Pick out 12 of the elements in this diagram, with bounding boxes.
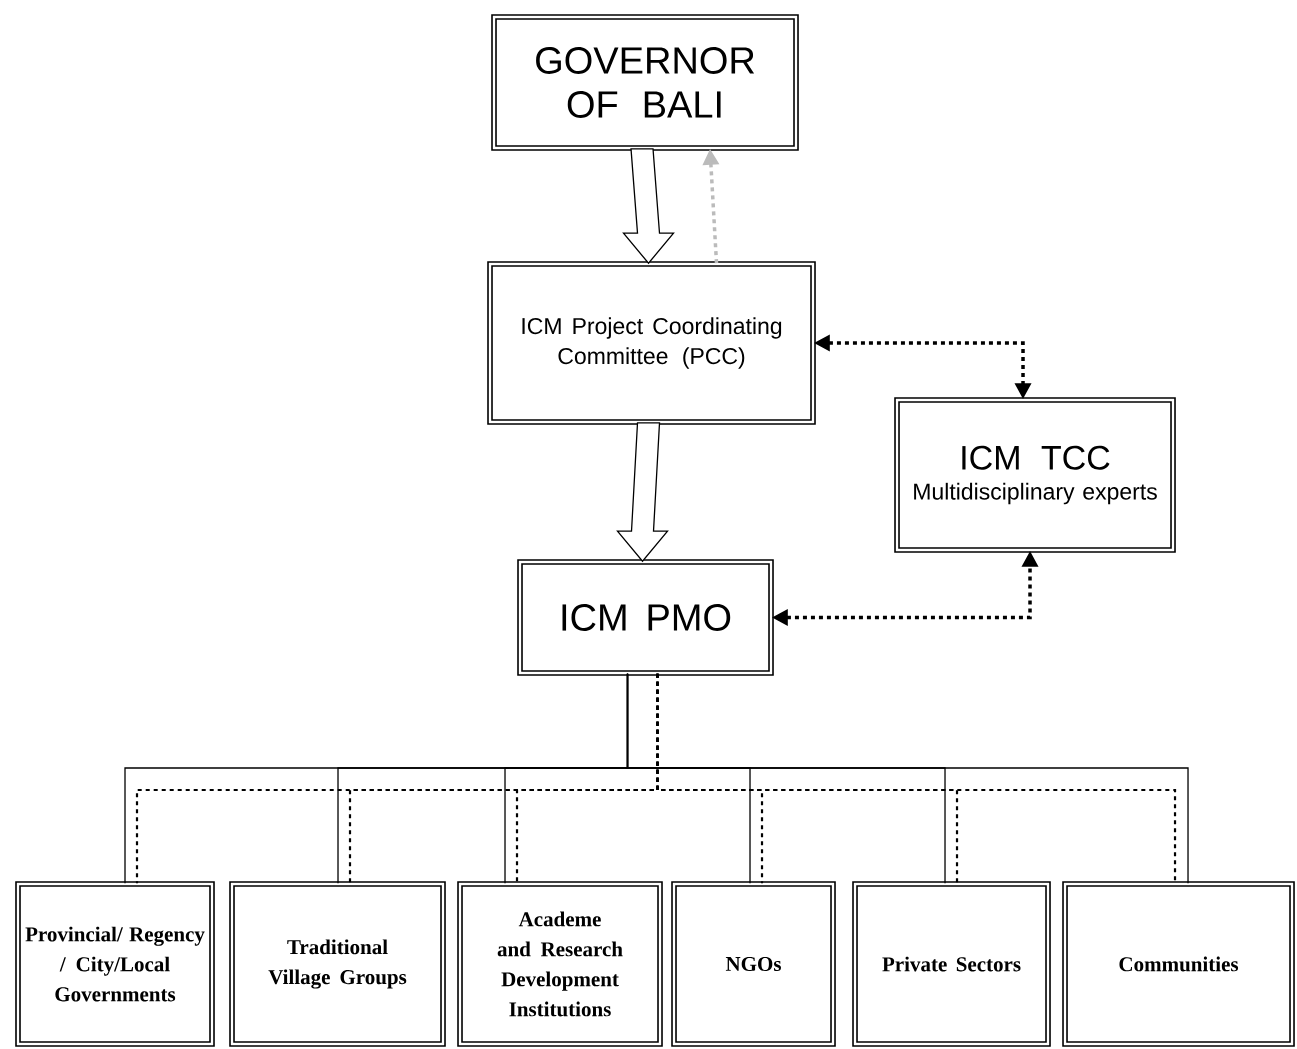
org-box: Traditional Village Groups xyxy=(229,881,446,1047)
org-box: Communities xyxy=(1062,881,1295,1047)
org-box: ICM TCC Multidisciplinary experts xyxy=(894,397,1176,553)
org-box: NGOs xyxy=(671,881,836,1047)
org-box: ICM Project Coordinating Committee (PCC) xyxy=(487,261,816,425)
block-arrow xyxy=(616,422,669,563)
org-box: Private Sectors xyxy=(852,881,1051,1047)
org-box: ICM PMO xyxy=(517,559,774,676)
block-arrow xyxy=(622,148,675,265)
org-box: Academe and Research Development Institutions xyxy=(457,881,663,1047)
org-box: Provincial/ Regency / City/Local Governments xyxy=(15,881,215,1047)
org-box: GOVERNOR OF BALI xyxy=(491,14,799,151)
